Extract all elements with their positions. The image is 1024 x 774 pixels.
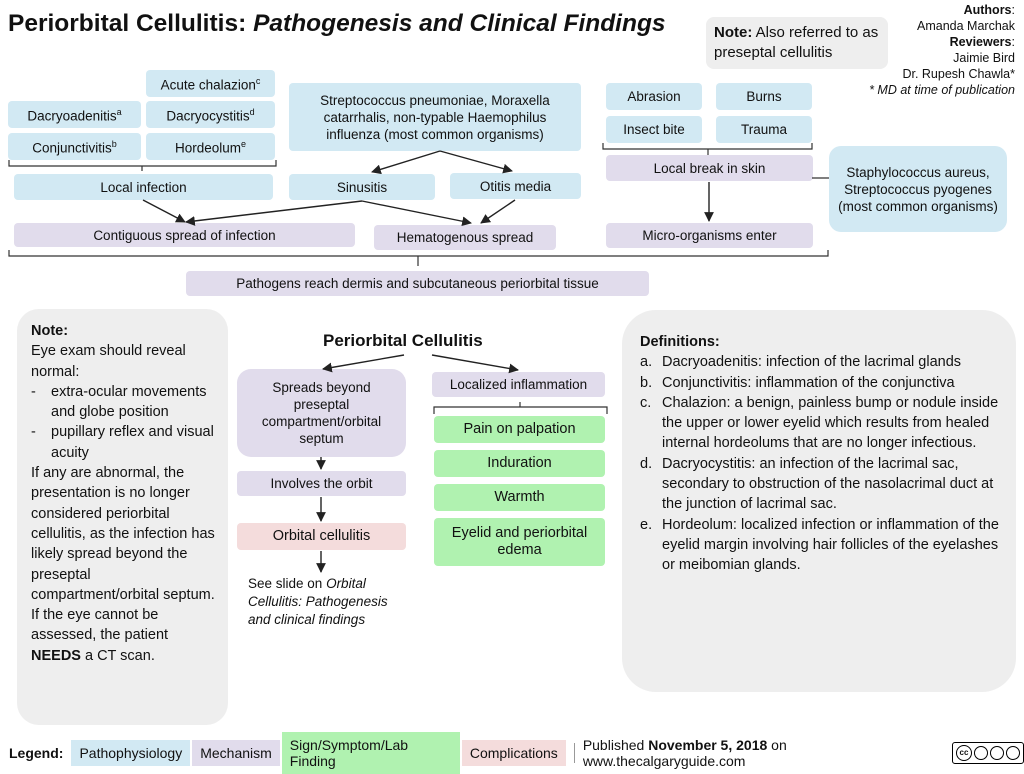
contiguous-spread-box: Contiguous spread of infection xyxy=(14,223,355,247)
induration-box: Induration xyxy=(434,450,605,477)
abrasion-box: Abrasion xyxy=(606,83,702,110)
authors-block: Authors: Amanda Marchak Reviewers: Jaimi… xyxy=(869,3,1015,97)
bracket-local-causes xyxy=(8,160,277,167)
arrow-local-to-contiguous xyxy=(142,199,186,223)
center-heading: Periorbital Cellulitis xyxy=(323,331,483,350)
micro-organisms-box: Micro-organisms enter xyxy=(606,223,813,248)
definition-item: b.Conjunctivitis: inflammation of the co… xyxy=(640,374,955,391)
arrow-sinusitis-to-hematogenous xyxy=(361,200,472,227)
published-text: Published November 5, 2018 on www.thecal… xyxy=(582,737,787,769)
arrow-to-localized xyxy=(431,354,519,374)
arrow-otitis-to-hematogenous xyxy=(480,199,516,224)
burns-box: Burns xyxy=(716,83,812,110)
local-break-box: Local break in skin xyxy=(606,155,813,181)
note-bullet: -pupillary reflex and visual acuity xyxy=(31,424,214,461)
edema-box: Eyelid and periorbital edema xyxy=(434,518,605,566)
preseptal-note: Note: Also referred to as preseptal cell… xyxy=(706,17,888,69)
arrow-to-spreads xyxy=(322,354,405,373)
bracket-skin-causes xyxy=(602,143,813,150)
definition-item: d.Dacryocystitis: an infection of the la… xyxy=(640,455,994,513)
definition-item: e.Hordeolum: localized infection or infl… xyxy=(640,516,999,574)
page-title: Periorbital Cellulitis: Pathogenesis and… xyxy=(8,10,666,37)
left-note-panel: Note: Eye exam should reveal normal: -ex… xyxy=(17,309,228,725)
definitions-panel: Definitions: a.Dacryoadenitis: infection… xyxy=(622,310,1016,692)
pain-on-palpation-box: Pain on palpation xyxy=(434,416,605,443)
legend-pathophysiology: Pathophysiology xyxy=(71,740,191,766)
involves-orbit-box: Involves the orbit xyxy=(237,471,406,496)
spreads-beyond-box: Spreads beyond preseptal compartment/orb… xyxy=(237,369,406,457)
legend-label: Legend: xyxy=(9,745,64,761)
bracket-localized xyxy=(433,406,608,414)
cc-by-nc-sa-icon: cc xyxy=(952,742,1024,764)
arrow-sinusitis-to-contiguous xyxy=(185,200,363,226)
orbital-cellulitis-box: Orbital cellulitis xyxy=(237,523,406,550)
definition-item: a.Dacryoadenitis: infection of the lacri… xyxy=(640,354,962,371)
note-paragraph: If the eye cannot be assessed, the patie… xyxy=(31,607,169,664)
legend-mechanism: Mechanism xyxy=(192,740,280,766)
insect-bite-box: Insect bite xyxy=(606,116,702,143)
note-heading: Note: xyxy=(31,323,69,339)
see-slide-text: See slide on Orbital Cellulitis: Pathoge… xyxy=(248,576,388,627)
bracket-spread xyxy=(8,250,829,257)
chalazion-box: Acute chalazionc xyxy=(146,70,275,97)
note-bullet: -extra-ocular movements and globe positi… xyxy=(31,383,207,421)
definition-item: c.Chalazion: a benign, painless bump or … xyxy=(640,394,999,452)
trauma-box: Trauma xyxy=(716,116,812,143)
hordeolum-box: Hordeolume xyxy=(146,133,275,160)
note-line: Eye exam should reveal normal: xyxy=(31,343,186,380)
localized-inflammation-box: Localized inflammation xyxy=(432,372,605,397)
hematogenous-spread-box: Hematogenous spread xyxy=(374,225,556,250)
dacryocystitis-box: Dacryocystitisd xyxy=(146,101,275,128)
legend-complications: Complications xyxy=(461,740,566,766)
arrow-to-sinusitis xyxy=(371,150,441,175)
legend-sign: Sign/Symptom/Lab Finding xyxy=(281,732,460,774)
sinusitis-box: Sinusitis xyxy=(289,174,435,200)
legend-bar: Legend: Pathophysiology Mechanism Sign/S… xyxy=(0,732,1024,774)
staph-strep-box: Staphylococcus aureus, Streptococcus pyo… xyxy=(829,146,1007,232)
local-infection-box: Local infection xyxy=(14,174,273,200)
otitis-media-box: Otitis media xyxy=(450,173,581,199)
pathogens-reach-box: Pathogens reach dermis and subcutaneous … xyxy=(186,271,649,296)
arrow-to-otitis xyxy=(439,150,513,174)
conjunctivitis-box: Conjunctivitisb xyxy=(8,133,141,160)
organisms-box: Streptococcus pneumoniae, Moraxella cata… xyxy=(289,83,581,151)
warmth-box: Warmth xyxy=(434,484,605,511)
definitions-heading: Definitions: xyxy=(640,334,720,350)
note-paragraph: If any are abnormal, the presentation is… xyxy=(31,465,215,603)
dacryoadenitis-box: Dacryoadenitisa xyxy=(8,101,141,128)
